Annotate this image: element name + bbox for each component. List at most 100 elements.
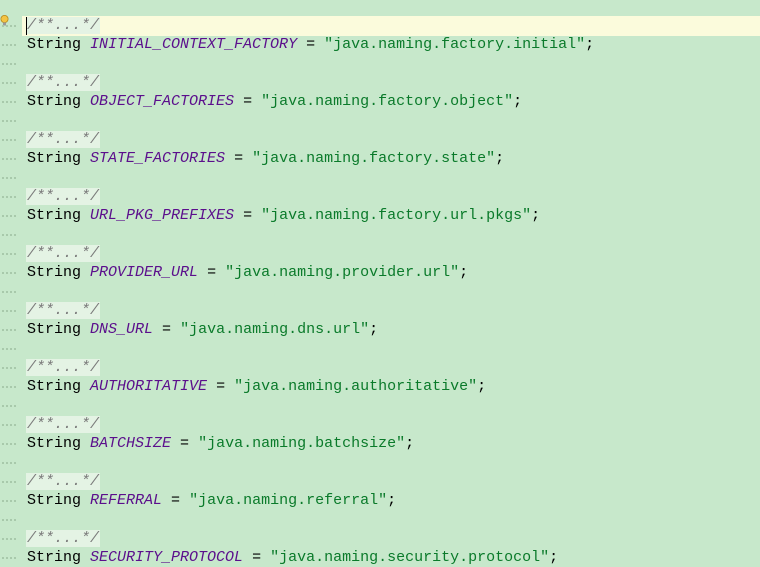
gutter-marker: [2, 386, 16, 392]
gutter-marker: [2, 481, 16, 487]
constant-name[interactable]: REFERRAL: [90, 492, 163, 509]
string-literal: "java.naming.dns.url": [180, 321, 370, 338]
gutter-marker: [2, 25, 16, 31]
gutter-marker: [2, 443, 16, 449]
folded-comment-line: /**...*/: [26, 244, 101, 264]
statement-terminator: ;: [477, 378, 487, 395]
type-keyword: String: [27, 93, 82, 110]
gutter-marker: [2, 310, 16, 316]
type-keyword: String: [27, 264, 82, 281]
gutter-marker: [2, 215, 16, 221]
gutter-marker: [2, 538, 16, 544]
folded-comment-line: /**...*/: [26, 529, 101, 549]
constant-name[interactable]: OBJECT_FACTORIES: [90, 93, 235, 110]
gutter-marker: [2, 462, 16, 468]
gutter-marker: [2, 557, 16, 563]
folded-javadoc[interactable]: /**...*/: [26, 245, 101, 262]
gutter-marker: [2, 367, 16, 373]
folded-javadoc[interactable]: /**...*/: [26, 131, 101, 148]
gutter-marker: [2, 405, 16, 411]
constant-declaration: String SECURITY_PROTOCOL = "java.naming.…: [27, 548, 558, 567]
folded-javadoc[interactable]: /**...*/: [26, 17, 101, 34]
string-literal: "java.naming.factory.url.pkgs": [261, 207, 532, 224]
gutter-marker: [2, 139, 16, 145]
gutter-marker: [2, 101, 16, 107]
constant-name[interactable]: AUTHORITATIVE: [90, 378, 208, 395]
assign-operator: =: [234, 93, 262, 110]
text-caret: [26, 17, 27, 35]
gutter-marker: [2, 291, 16, 297]
gutter-marker: [2, 120, 16, 126]
constant-declaration: String AUTHORITATIVE = "java.naming.auth…: [27, 377, 486, 397]
assign-operator: =: [297, 36, 325, 53]
string-literal: "java.naming.factory.state": [252, 150, 496, 167]
gutter-marker: [2, 253, 16, 259]
folded-comment-line: /**...*/: [26, 358, 101, 378]
statement-terminator: ;: [585, 36, 595, 53]
constant-name[interactable]: STATE_FACTORIES: [90, 150, 226, 167]
type-keyword: String: [27, 435, 82, 452]
folded-comment-line: /**...*/: [26, 301, 101, 321]
type-keyword: String: [27, 36, 82, 53]
constant-declaration: String OBJECT_FACTORIES = "java.naming.f…: [27, 92, 522, 112]
constant-name[interactable]: BATCHSIZE: [90, 435, 172, 452]
constant-declaration: String INITIAL_CONTEXT_FACTORY = "java.n…: [27, 35, 594, 55]
folded-javadoc[interactable]: /**...*/: [26, 74, 101, 91]
constant-name[interactable]: URL_PKG_PREFIXES: [90, 207, 235, 224]
folded-comment-line: /**...*/: [26, 130, 101, 150]
statement-terminator: ;: [513, 93, 523, 110]
gutter-marker: [2, 348, 16, 354]
string-literal: "java.naming.referral": [189, 492, 388, 509]
statement-terminator: ;: [387, 492, 397, 509]
statement-terminator: ;: [495, 150, 505, 167]
string-literal: "java.naming.factory.initial": [324, 36, 586, 53]
gutter-marker: [2, 272, 16, 278]
string-literal: "java.naming.security.protocol": [270, 549, 550, 566]
assign-operator: =: [207, 378, 235, 395]
constant-declaration: String BATCHSIZE = "java.naming.batchsiz…: [27, 434, 414, 454]
string-literal: "java.naming.authoritative": [234, 378, 478, 395]
folded-comment-line: /**...*/: [26, 187, 101, 207]
gutter-marker: [2, 329, 16, 335]
lightbulb-icon[interactable]: [0, 15, 9, 27]
folded-javadoc[interactable]: /**...*/: [26, 473, 101, 490]
gutter-marker: [2, 63, 16, 69]
folded-comment-line: /**...*/: [26, 472, 101, 492]
constant-declaration: String STATE_FACTORIES = "java.naming.fa…: [27, 149, 504, 169]
constant-name[interactable]: DNS_URL: [90, 321, 154, 338]
gutter-marker: [2, 234, 16, 240]
string-literal: "java.naming.factory.object": [261, 93, 514, 110]
assign-operator: =: [198, 264, 226, 281]
gutter-marker: [2, 44, 16, 50]
gutter-marker: [2, 196, 16, 202]
type-keyword: String: [27, 321, 82, 338]
gutter-marker: [2, 158, 16, 164]
string-literal: "java.naming.provider.url": [225, 264, 460, 281]
folded-javadoc[interactable]: /**...*/: [26, 530, 101, 547]
constant-declaration: String URL_PKG_PREFIXES = "java.naming.f…: [27, 206, 540, 226]
folded-javadoc[interactable]: /**...*/: [26, 416, 101, 433]
folded-comment-line: /**...*/: [26, 16, 101, 36]
assign-operator: =: [243, 549, 271, 566]
folded-comment-line: /**...*/: [26, 73, 101, 93]
constant-declaration: String DNS_URL = "java.naming.dns.url";: [27, 320, 378, 340]
statement-terminator: ;: [531, 207, 541, 224]
gutter-marker: [2, 82, 16, 88]
constant-name[interactable]: SECURITY_PROTOCOL: [90, 549, 244, 566]
type-keyword: String: [27, 150, 82, 167]
assign-operator: =: [225, 150, 253, 167]
current-line-highlight: [22, 16, 760, 36]
folded-javadoc[interactable]: /**...*/: [26, 188, 101, 205]
constant-name[interactable]: PROVIDER_URL: [90, 264, 199, 281]
folded-javadoc[interactable]: /**...*/: [26, 302, 101, 319]
gutter-marker: [2, 500, 16, 506]
editor-gutter[interactable]: [0, 0, 22, 567]
gutter-marker: [2, 424, 16, 430]
folded-javadoc[interactable]: /**...*/: [26, 359, 101, 376]
constant-name[interactable]: INITIAL_CONTEXT_FACTORY: [90, 36, 298, 53]
gutter-marker: [2, 177, 16, 183]
statement-terminator: ;: [549, 549, 559, 566]
constant-declaration: String REFERRAL = "java.naming.referral"…: [27, 491, 396, 511]
gutter-marker: [2, 519, 16, 525]
